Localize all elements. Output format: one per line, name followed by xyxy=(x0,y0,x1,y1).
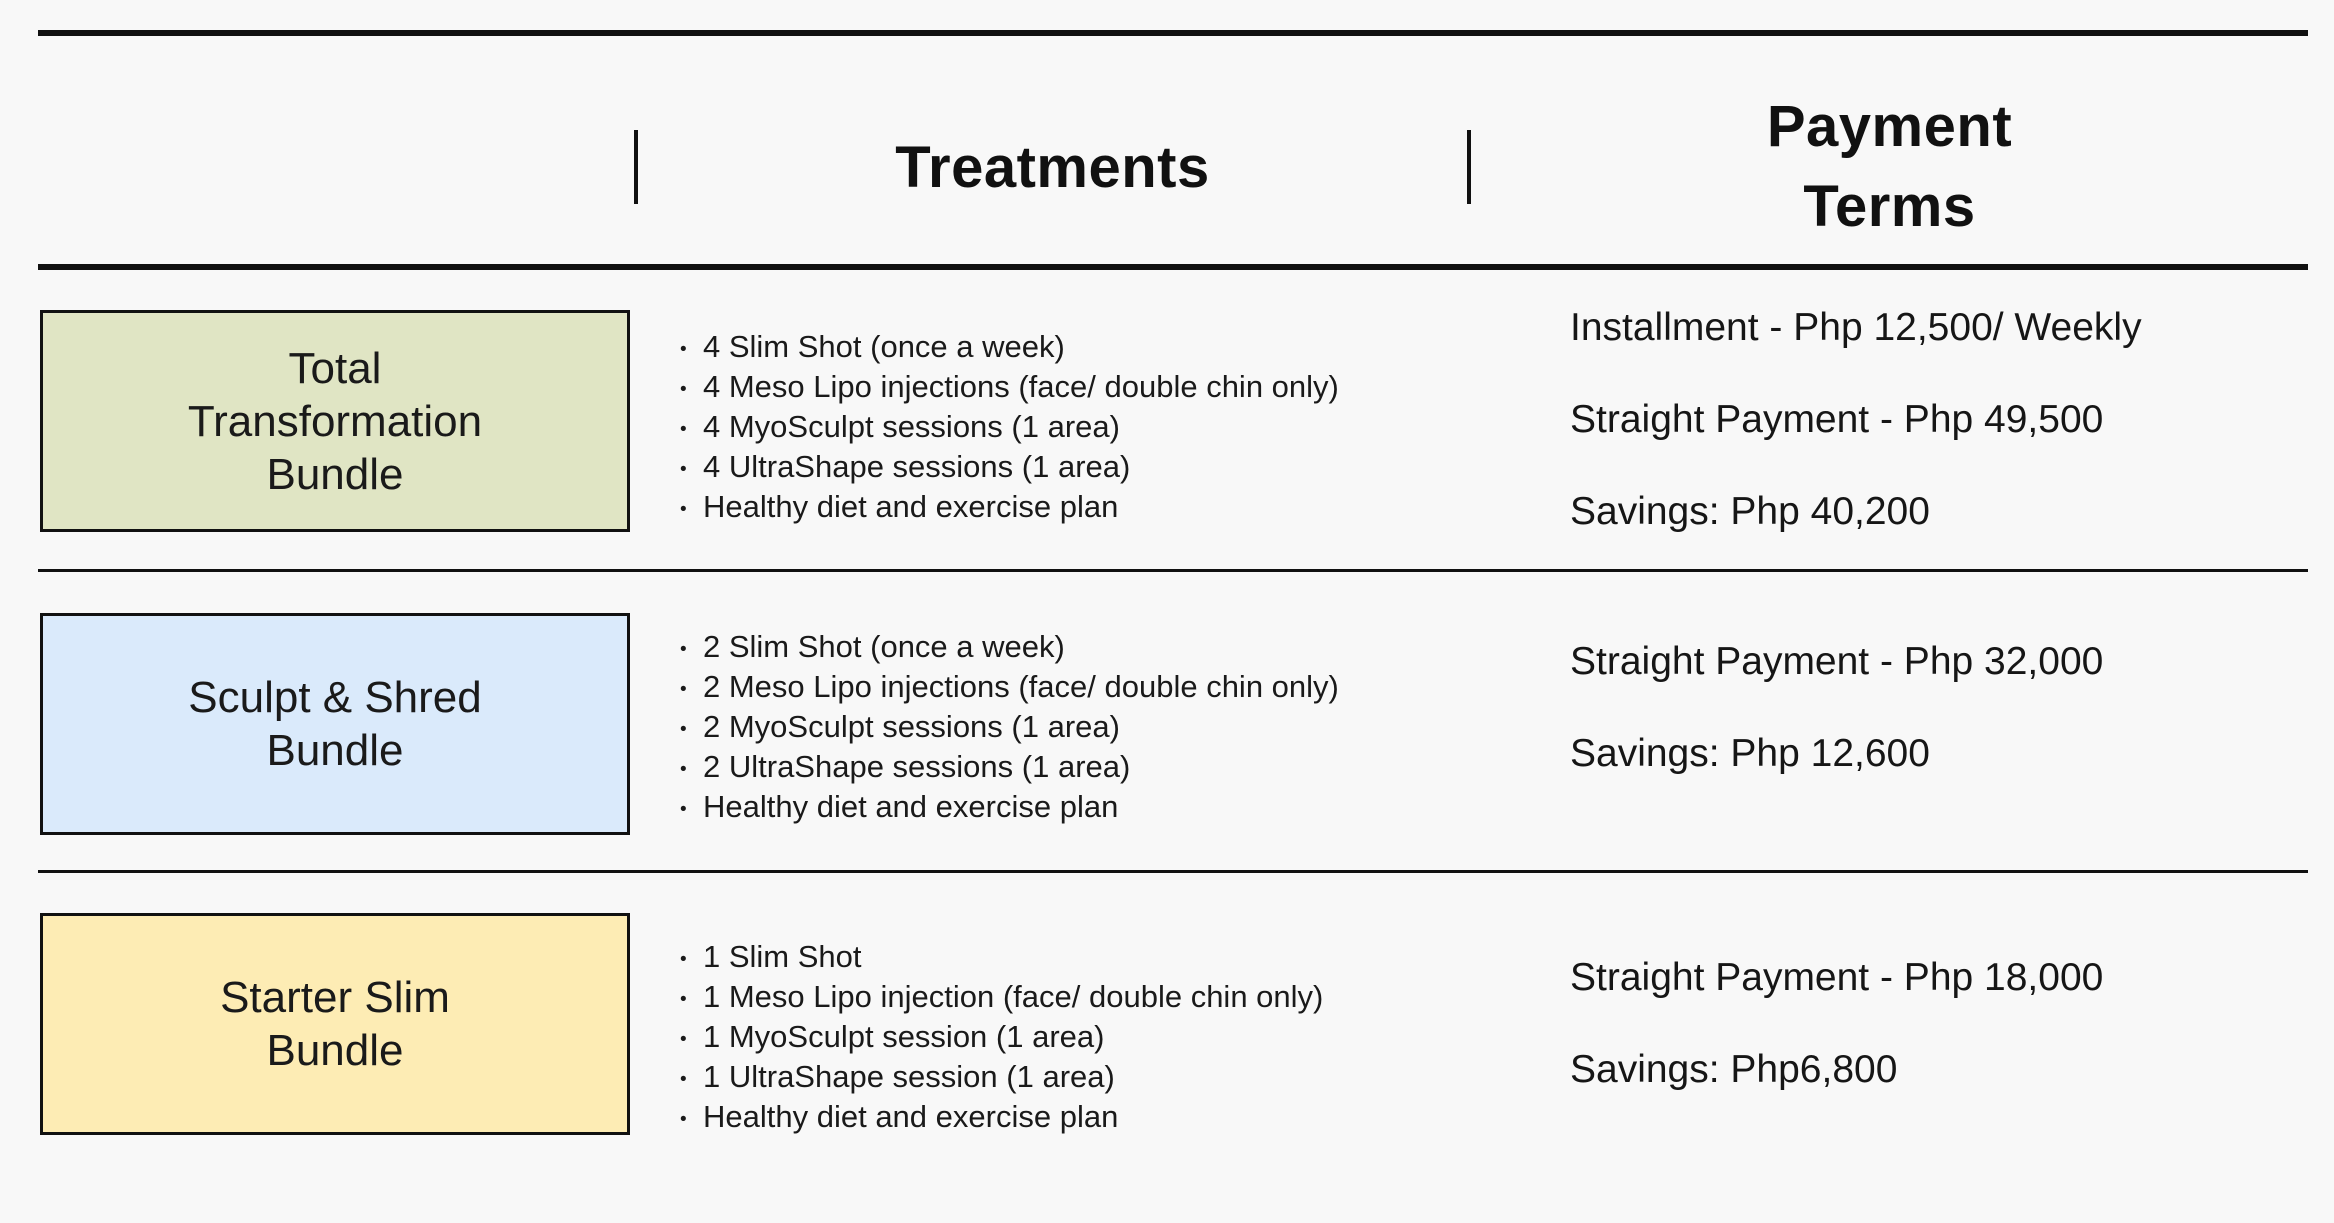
treatment-text: 1 Slim Shot xyxy=(703,939,862,974)
treatment-item: • 2 Meso Lipo injections (face/ double ch… xyxy=(680,668,1339,708)
bullet-icon: • xyxy=(680,799,687,820)
treatment-text: 4 Slim Shot (once a week) xyxy=(703,329,1065,364)
bullet-icon: • xyxy=(680,679,687,700)
treatment-item: • Healthy diet and exercise plan xyxy=(680,488,1339,528)
treatment-item: • 2 Slim Shot (once a week) xyxy=(680,628,1339,668)
bundle-name-line: Transformation xyxy=(187,396,483,446)
treatment-text: 4 UltraShape sessions (1 area) xyxy=(703,449,1131,484)
bundle-name-line: Bundle xyxy=(266,726,404,775)
top-rule xyxy=(38,30,2308,36)
row-divider xyxy=(38,870,2308,873)
treatment-text: 2 Slim Shot (once a week) xyxy=(703,629,1065,664)
bullet-icon: • xyxy=(680,989,687,1010)
treatments-list: • 1 Slim Shot • 1 Meso Lipo injection (face… xyxy=(680,938,1323,1138)
row-divider xyxy=(38,569,2308,572)
treatments-list: • 4 Slim Shot (once a week) • 4 Meso Lipo i… xyxy=(680,328,1339,528)
treatment-item: • 1 UltraShape session (1 area) xyxy=(680,1058,1323,1098)
payment-term-line: Straight Payment - Php 18,000 xyxy=(1570,956,2104,999)
payment-terms-header-line2: Terms xyxy=(1803,174,1976,239)
header-bottom-rule xyxy=(38,264,2308,270)
bundle-name-line: Total xyxy=(288,343,382,393)
payment-term-line: Savings: Php6,800 xyxy=(1570,1048,1898,1091)
bullet-icon: • xyxy=(680,339,687,360)
column-separator-bar-1 xyxy=(634,130,638,204)
payment-term-line: Savings: Php 40,200 xyxy=(1570,490,1930,533)
treatment-text: 2 UltraShape sessions (1 area) xyxy=(703,749,1131,784)
bullet-icon: • xyxy=(680,379,687,400)
bundle-name-line: Sculpt & Shred xyxy=(188,673,482,722)
treatment-item: • Healthy diet and exercise plan xyxy=(680,788,1339,828)
treatment-item: • 4 Meso Lipo injections (face/ double ch… xyxy=(680,368,1339,408)
bundle-name-line: Bundle xyxy=(266,449,404,499)
bullet-icon: • xyxy=(680,1029,687,1050)
bullet-icon: • xyxy=(680,639,687,660)
treatment-item: • 1 Meso Lipo injection (face/ double chi… xyxy=(680,978,1323,1018)
payment-term-line: Savings: Php 12,600 xyxy=(1570,732,1930,775)
bullet-icon: • xyxy=(680,949,687,970)
bundle-name-line: Bundle xyxy=(266,1026,404,1075)
payment-terms-header-line1: Payment xyxy=(1766,94,2013,159)
treatment-text: Healthy diet and exercise plan xyxy=(703,789,1119,824)
treatment-text: 1 MyoSculpt session (1 area) xyxy=(703,1019,1105,1054)
treatment-item: • Healthy diet and exercise plan xyxy=(680,1098,1323,1138)
treatment-item: • 4 MyoSculpt sessions (1 area) xyxy=(680,408,1339,448)
treatment-item: • 4 UltraShape sessions (1 area) xyxy=(680,448,1339,488)
treatment-text: 4 Meso Lipo injections (face/ double chi… xyxy=(703,369,1339,404)
payment-terms-column-header: Payment Terms xyxy=(1471,87,2308,247)
treatments-column-header: Treatments xyxy=(895,135,1210,200)
treatment-text: 2 Meso Lipo injections (face/ double chi… xyxy=(703,669,1339,704)
bullet-icon: • xyxy=(680,1109,687,1130)
payment-term-line: Straight Payment - Php 49,500 xyxy=(1570,398,2104,441)
column-separator-bar-2 xyxy=(1467,130,1471,204)
treatment-text: 1 UltraShape session (1 area) xyxy=(703,1059,1115,1094)
bullet-icon: • xyxy=(680,499,687,520)
payment-term-line: Straight Payment - Php 32,000 xyxy=(1570,640,2104,683)
bullet-icon: • xyxy=(680,1069,687,1090)
bullet-icon: • xyxy=(680,759,687,780)
treatment-item: • 2 UltraShape sessions (1 area) xyxy=(680,748,1339,788)
bullet-icon: • xyxy=(680,419,687,440)
bundle-name-line: Starter Slim xyxy=(220,973,450,1022)
bullet-icon: • xyxy=(680,719,687,740)
treatment-text: Healthy diet and exercise plan xyxy=(703,489,1119,524)
bullet-icon: • xyxy=(680,459,687,480)
treatment-text: Healthy diet and exercise plan xyxy=(703,1099,1119,1134)
treatment-item: • 1 MyoSculpt session (1 area) xyxy=(680,1018,1323,1058)
treatment-text: 1 Meso Lipo injection (face/ double chin… xyxy=(703,979,1324,1014)
treatment-item: • 2 MyoSculpt sessions (1 area) xyxy=(680,708,1339,748)
treatments-list: • 2 Slim Shot (once a week) • 2 Meso Lipo i… xyxy=(680,628,1339,828)
payment-term-line: Installment - Php 12,500/ Weekly xyxy=(1570,306,2142,349)
treatment-item: • 1 Slim Shot xyxy=(680,938,1323,978)
treatment-text: 4 MyoSculpt sessions (1 area) xyxy=(703,409,1120,444)
treatment-item: • 4 Slim Shot (once a week) xyxy=(680,328,1339,368)
treatment-text: 2 MyoSculpt sessions (1 area) xyxy=(703,709,1120,744)
